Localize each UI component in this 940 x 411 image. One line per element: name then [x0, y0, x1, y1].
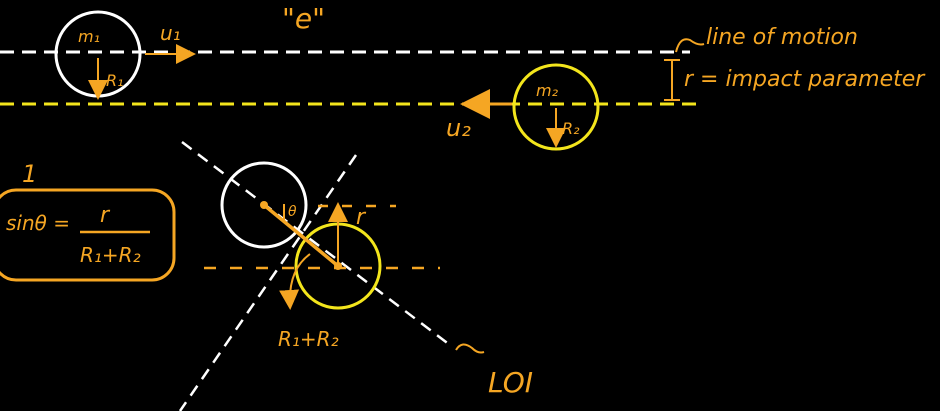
one-mark: 1 — [22, 160, 37, 188]
impact-parameter-label: r = impact parameter — [684, 67, 926, 92]
theta-label: θ — [288, 204, 297, 220]
line-of-motion-hook — [675, 38, 705, 53]
r1r2-label: R₁+R₂ — [278, 327, 339, 351]
centre-1-dot — [260, 201, 268, 209]
r1-label: R₁ — [106, 71, 124, 90]
e-title: "e" — [282, 2, 325, 35]
formula-box — [0, 188, 176, 282]
denominator-label: R₁+R₂ — [80, 243, 141, 267]
u2-label: u₂ — [446, 114, 471, 142]
r2-label: R₂ — [562, 119, 580, 138]
centre-2-dot — [334, 262, 342, 270]
collision-circle-1 — [220, 161, 308, 249]
loi-hook — [455, 343, 485, 354]
tangent-line — [178, 154, 358, 411]
r1r2-pointer — [279, 253, 311, 310]
r-small-label: r — [356, 205, 367, 230]
line-of-motion-label: line of motion — [706, 25, 858, 50]
centre-line — [262, 203, 340, 268]
line-of-impact — [181, 141, 451, 346]
numerator-label: r — [100, 203, 111, 228]
sin-theta-label: sinθ = — [6, 211, 70, 235]
m1-label: m₁ — [78, 27, 100, 46]
mass-2-circle — [512, 63, 600, 151]
loi-label: LOI — [488, 366, 533, 399]
m2-label: m₂ — [536, 81, 559, 100]
u1-label: u₁ — [160, 21, 181, 45]
